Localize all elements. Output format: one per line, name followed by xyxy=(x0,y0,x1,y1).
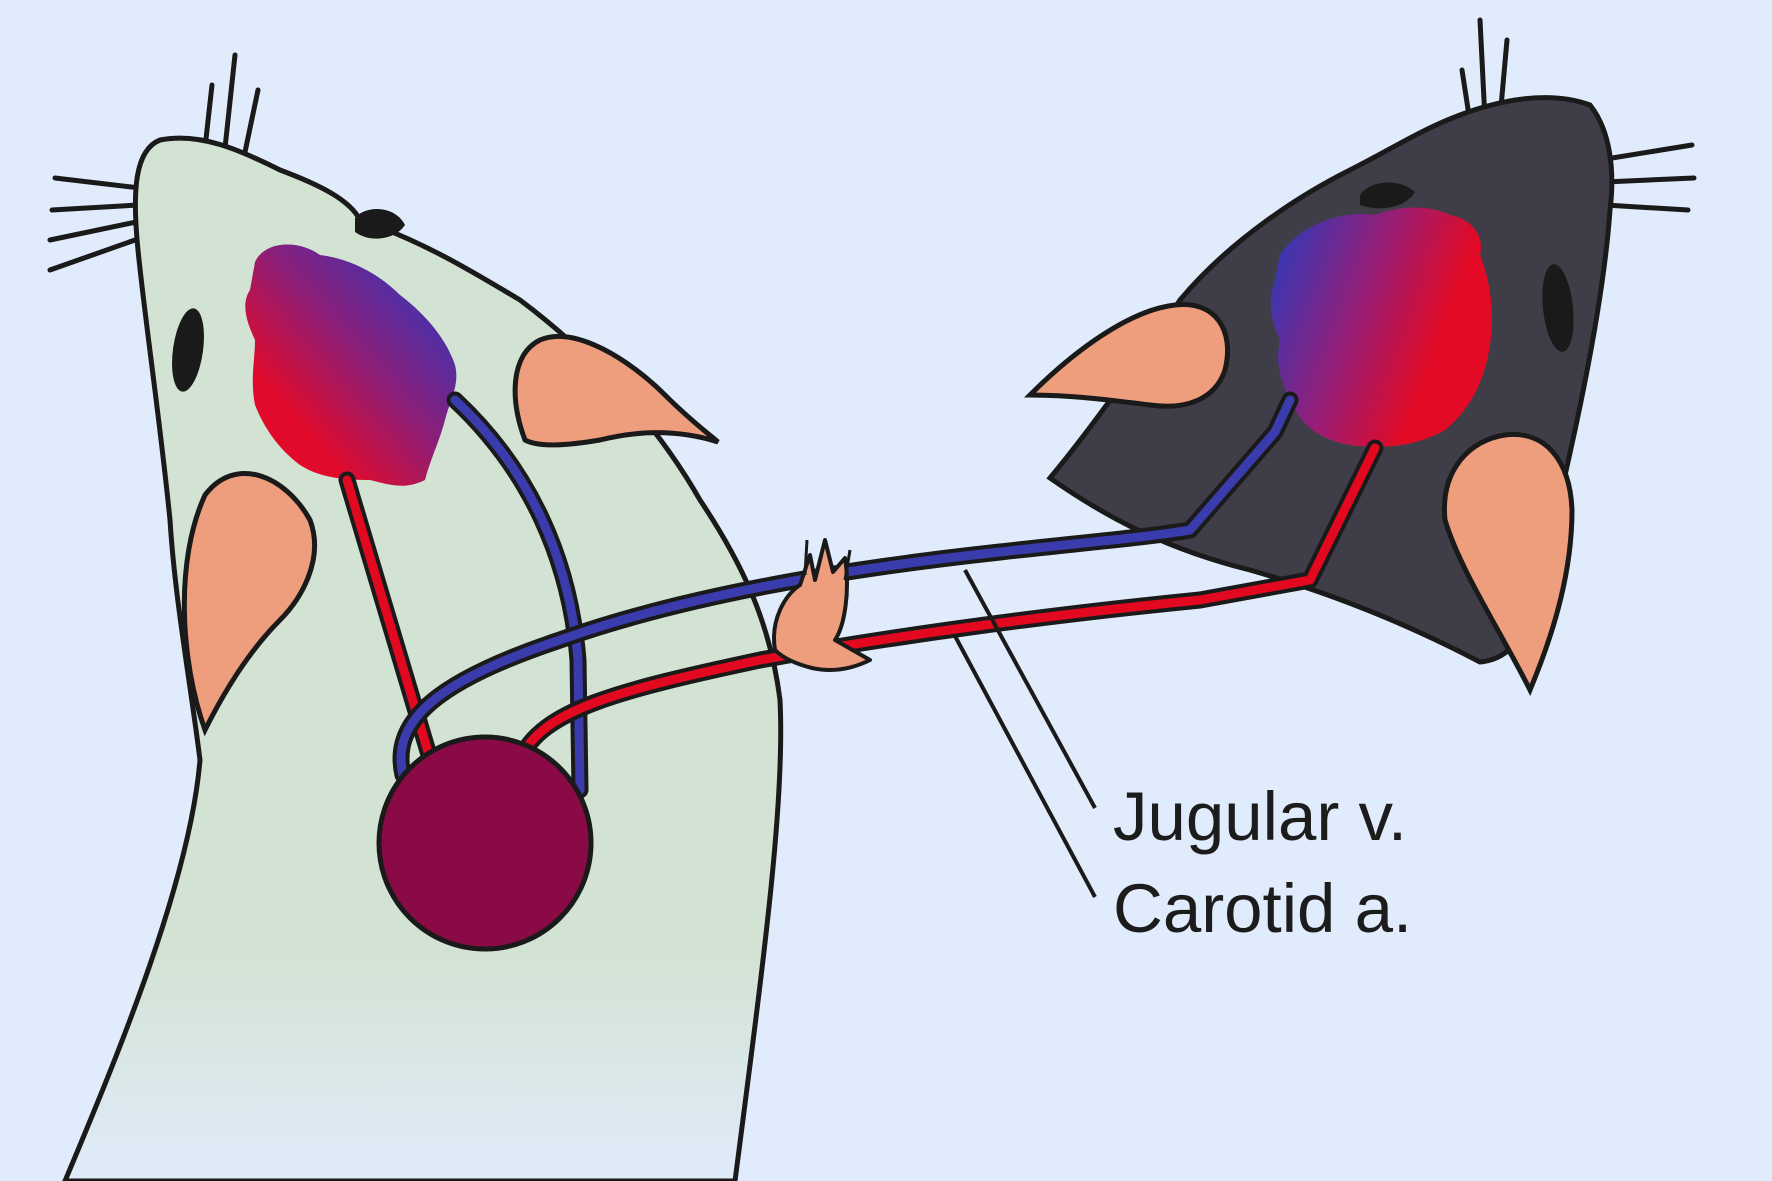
white-mouse-eye xyxy=(172,308,204,392)
white-mouse-whiskers xyxy=(47,52,261,273)
shared-vein xyxy=(396,395,1295,780)
black-mouse-brain xyxy=(1270,207,1492,447)
suture-site xyxy=(772,538,872,672)
heart-icon xyxy=(376,734,594,952)
black-mouse-nose xyxy=(1360,182,1415,209)
white-mouse-brain xyxy=(245,244,457,486)
white-mouse-nose xyxy=(355,208,405,239)
carotid-leader-line xyxy=(953,635,1097,898)
leader-lines xyxy=(953,569,1097,898)
carotid-artery-label: Carotid a. xyxy=(1113,870,1412,947)
jugular-vein-label: Jugular v. xyxy=(1113,778,1407,855)
black-mouse-left-ear xyxy=(1023,301,1231,409)
black-mouse-right-ear xyxy=(1441,431,1575,697)
jugular-leader-line xyxy=(963,569,1097,809)
white-mouse-right-ear xyxy=(512,333,720,448)
white-mouse-left-ear xyxy=(181,470,317,737)
black-mouse-eye xyxy=(1542,264,1574,352)
